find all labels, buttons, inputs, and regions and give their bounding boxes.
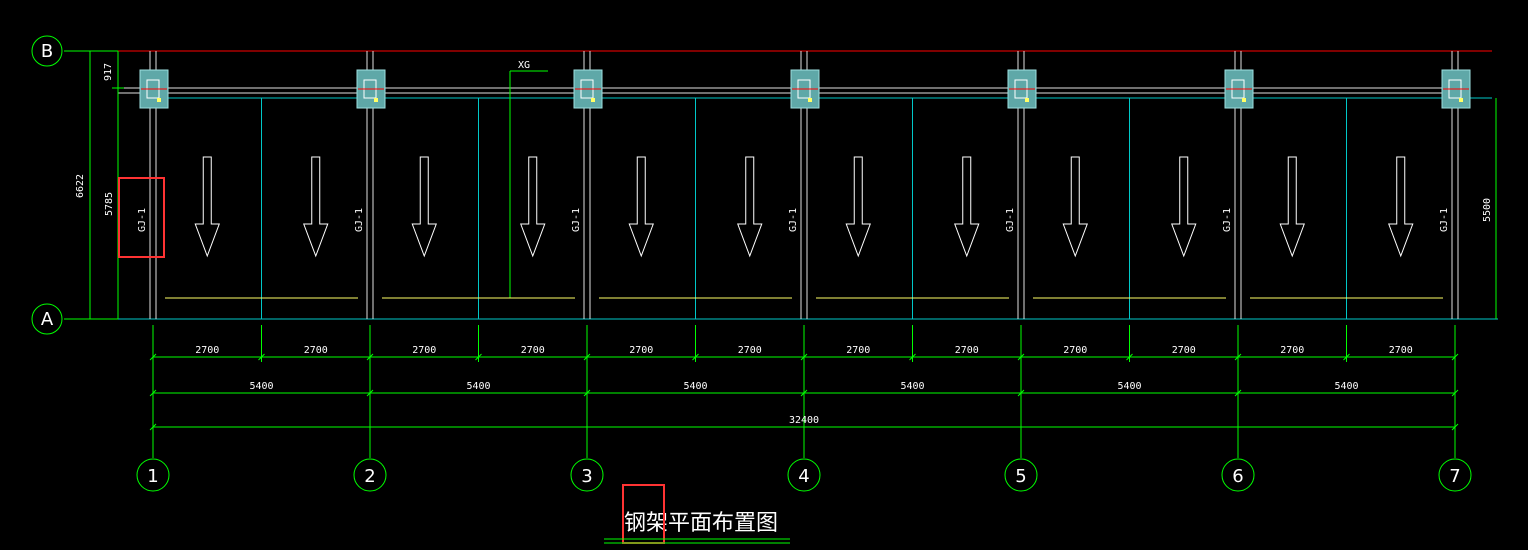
purlins-group <box>261 98 1347 319</box>
dim-text-sub-span: 2700 <box>738 345 762 356</box>
dim-text-bay: 5400 <box>900 381 924 392</box>
frame-tag-label: GJ-1 <box>571 208 582 232</box>
dim-tick-sub <box>1017 353 1025 361</box>
axis-label-a: A <box>41 309 54 330</box>
axis-bubble-b: B <box>31 35 63 67</box>
slope-arrow <box>1171 156 1197 258</box>
dim-tick-sub <box>909 353 916 361</box>
slope-arrows-group <box>194 156 1414 258</box>
slope-arrow <box>411 156 437 258</box>
axis-label-col: 6 <box>1232 466 1243 487</box>
dim-tick-bay <box>1017 389 1025 397</box>
axis-bubble-a: A <box>31 303 63 335</box>
plate-bolt <box>1242 98 1246 102</box>
dim-tick-bay <box>1234 389 1242 397</box>
axis-bubble-col <box>787 458 821 492</box>
left-dim-top: 917 <box>103 63 114 81</box>
dim-text-bay: 5400 <box>683 381 707 392</box>
dim-text-bay: 5400 <box>466 381 490 392</box>
dim-tick-sub <box>366 353 374 361</box>
slope-arrow <box>954 156 980 258</box>
axis-label-col: 7 <box>1449 466 1460 487</box>
right-dim: 5500 <box>1482 198 1493 222</box>
dim-text-sub-span: 2700 <box>521 345 545 356</box>
dim-text-sub-span: 2700 <box>1280 345 1304 356</box>
dim-tick-sub <box>1451 353 1459 361</box>
drawing-title: 钢架平面布置图 <box>624 511 778 536</box>
dim-text-sub-span: 2700 <box>629 345 653 356</box>
dim-tick-sub <box>1126 353 1133 361</box>
dim-tick-sub <box>583 353 591 361</box>
bracing-tag: XG <box>518 60 530 71</box>
dim-tick-bay <box>366 389 374 397</box>
slope-arrow <box>628 156 654 258</box>
slope-arrow <box>737 156 763 258</box>
dim-text-sub-span: 2700 <box>195 345 219 356</box>
dim-text-bay: 5400 <box>1117 381 1141 392</box>
axis-bubble-col <box>353 458 387 492</box>
dim-text-sub-span: 2700 <box>955 345 979 356</box>
dim-tick-sub <box>149 353 157 361</box>
dim-tick-sub <box>475 353 482 361</box>
dim-tick-total <box>1451 423 1459 431</box>
frame-tag-label: GJ-1 <box>137 208 148 232</box>
dim-tick-sub <box>1234 353 1242 361</box>
dim-tick-bay <box>800 389 808 397</box>
slope-arrow <box>1062 156 1088 258</box>
column-axis-group: 1 2 3 4 5 6 7 <box>136 458 1472 492</box>
plate-bolt <box>808 98 812 102</box>
slope-arrow <box>520 156 546 258</box>
axis-label-col: 4 <box>798 466 809 487</box>
dim-tick-sub <box>258 353 265 361</box>
dim-tick-sub <box>800 353 808 361</box>
dim-text-sub-span: 2700 <box>846 345 870 356</box>
dim-tick-sub <box>1343 353 1350 361</box>
frame-tag-label: GJ-1 <box>1222 208 1233 232</box>
dim-tick-bay <box>149 389 157 397</box>
dim-tick-bay <box>1451 389 1459 397</box>
dim-text-bay: 5400 <box>249 381 273 392</box>
axis-bubble-col <box>1438 458 1472 492</box>
dim-tick-bay <box>583 389 591 397</box>
frame-tag-label: GJ-1 <box>354 208 365 232</box>
axis-label-col: 1 <box>147 466 158 487</box>
plate-bolt <box>157 98 161 102</box>
slope-arrow <box>1388 156 1414 258</box>
axis-bubble-col <box>570 458 604 492</box>
plate-bolt <box>1459 98 1463 102</box>
slope-arrow <box>303 156 329 258</box>
highlight-box-frame-tag <box>118 177 165 258</box>
axis-label-col: 3 <box>581 466 592 487</box>
dim-text-sub-span: 2700 <box>1389 345 1413 356</box>
dim-tick-total <box>149 423 157 431</box>
slope-arrow <box>845 156 871 258</box>
frame-tag-label: GJ-1 <box>788 208 799 232</box>
dim-text-sub-span: 2700 <box>1063 345 1087 356</box>
plate-bolt <box>374 98 378 102</box>
dim-text-sub-span: 2700 <box>304 345 328 356</box>
axis-bubble-col <box>136 458 170 492</box>
dim-text-total: 32400 <box>789 415 819 426</box>
frames-group: GJ-1 GJ-1 GJ-1 GJ-1 GJ-1 GJ-1 GJ-1 <box>137 51 1471 319</box>
axis-bubble-col <box>1004 458 1038 492</box>
frame-tag-label: GJ-1 <box>1439 208 1450 232</box>
dim-text-bay: 5400 <box>1334 381 1358 392</box>
plate-bolt <box>591 98 595 102</box>
slope-arrow <box>1279 156 1305 258</box>
left-dim-inner: 5785 <box>104 192 115 216</box>
dim-text-sub-span: 2700 <box>412 345 436 356</box>
dim-tick-sub <box>692 353 699 361</box>
axis-label-col: 5 <box>1015 466 1026 487</box>
axis-bubble-col <box>1221 458 1255 492</box>
dimension-group: 2700 2700 2700 2700 2700 2700 2700 2700 2700 2700… <box>149 325 1459 458</box>
axis-label-col: 2 <box>364 466 375 487</box>
dim-text-sub-span: 2700 <box>1172 345 1196 356</box>
plate-bolt <box>1025 98 1029 102</box>
slope-arrow <box>194 156 220 258</box>
axis-label-b: B <box>41 41 53 62</box>
frame-tag-label: GJ-1 <box>1005 208 1016 232</box>
left-dim-total: 6622 <box>75 174 86 198</box>
